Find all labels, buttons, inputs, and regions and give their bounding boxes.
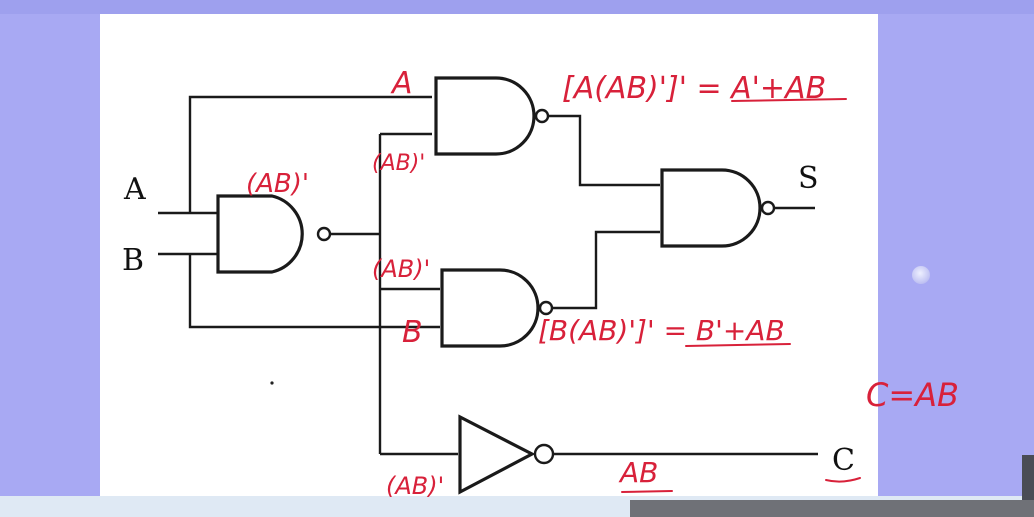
- input-b-label: B: [122, 243, 144, 278]
- screen-top-edge: [0, 0, 1034, 14]
- wire-b-to-mid-gate: [188, 254, 440, 329]
- right-edge-dark: [1022, 455, 1034, 500]
- annotation-not-output: AB: [618, 456, 658, 489]
- pointer-cursor: [912, 266, 930, 284]
- input-a-label: A: [123, 172, 146, 207]
- wires: [158, 95, 818, 456]
- annotation-underlines: [621, 98, 861, 493]
- annotation-not-input: (AB)': [386, 472, 444, 500]
- wire-top-to-final: [549, 114, 660, 187]
- nand-gate-top: [434, 76, 550, 156]
- nand-gate-first: [216, 194, 332, 274]
- wire-mid-to-final: [553, 230, 660, 310]
- annotation-mid-input-ab: (AB)': [372, 255, 430, 283]
- annotation-top-input-ab: (AB)': [372, 151, 425, 176]
- not-gate: [458, 414, 555, 495]
- annotation-mid-input-b: B: [402, 315, 423, 350]
- wire-a-to-top-gate: [188, 95, 432, 213]
- annotation-mid-output: [B(AB)']' = B'+AB: [538, 314, 785, 347]
- nand-gate-middle: [440, 268, 554, 348]
- bottom-strip-dark: [630, 500, 1034, 517]
- nand-gate-final: [660, 168, 776, 248]
- annotation-carry-equation: C=AB: [866, 376, 959, 414]
- annotation-top-input-a: A: [390, 66, 413, 101]
- stray-dot: [270, 381, 274, 385]
- output-s-label: S: [798, 161, 819, 196]
- annotation-ab-comp-first: (AB)': [246, 169, 309, 199]
- output-c-label: C: [832, 443, 855, 478]
